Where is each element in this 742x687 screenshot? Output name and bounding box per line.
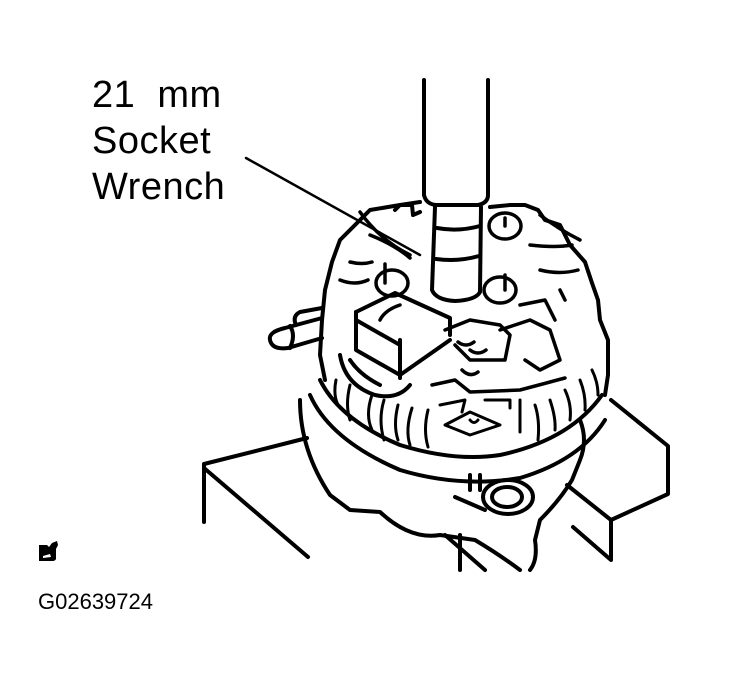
label-line-socket: Socket [92,120,212,162]
label-line-wrench: Wrench [92,166,226,208]
output-terminal-post [267,306,324,351]
terminal-blocks [430,298,567,394]
bench-block-left [202,436,310,559]
socket-wrench-label: 21 mm Socket Wrench [92,72,225,210]
publisher-logo-icon [39,541,58,561]
alternator-body [298,200,610,572]
bench-block-right [565,398,670,562]
label-line-size: 21 mm [92,74,222,116]
cooling-fins [333,368,600,449]
figure-id: G02639724 [38,589,153,614]
socket-wrench [422,78,490,303]
callout-leader-line [244,156,422,257]
rear-cover-details [338,210,582,322]
